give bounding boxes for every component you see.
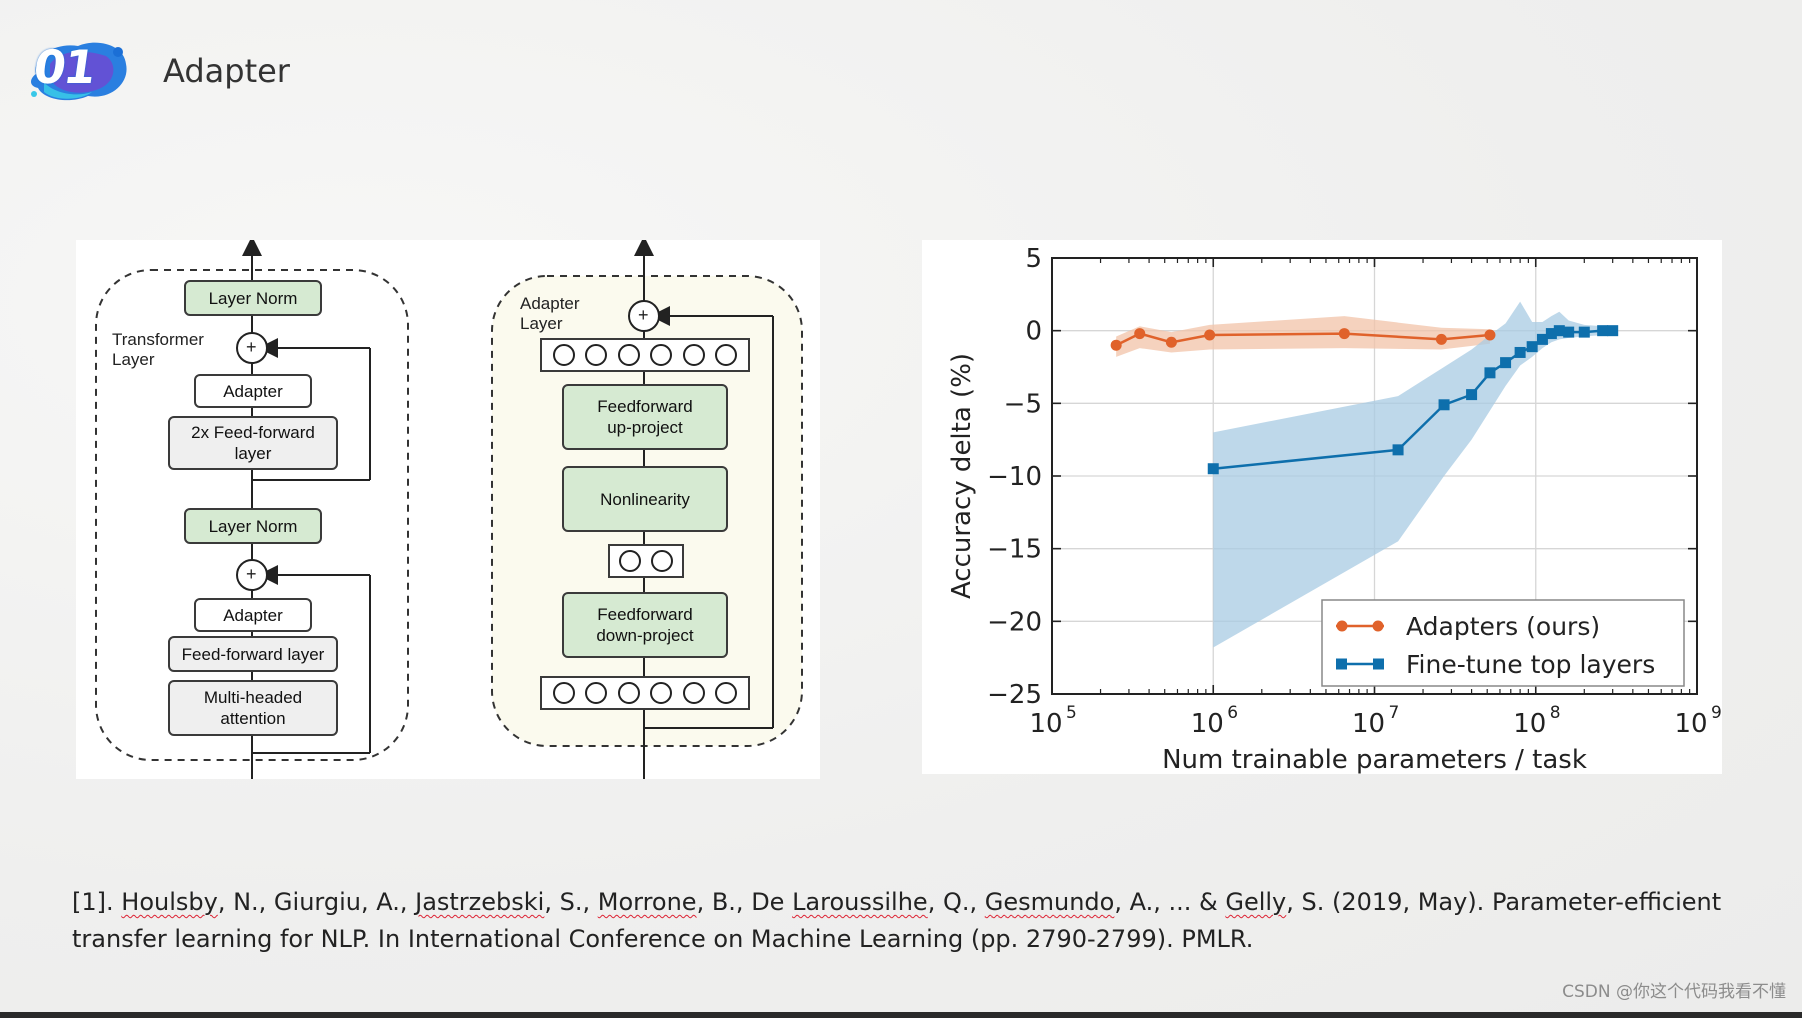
series-1-point bbox=[1553, 325, 1565, 337]
adapter-box-top: Adapter bbox=[194, 374, 312, 408]
series-0-point bbox=[1204, 329, 1216, 341]
y-tick-label: −25 bbox=[987, 680, 1042, 710]
plus-adapter: + bbox=[638, 305, 649, 325]
y-tick-label: 5 bbox=[1025, 244, 1042, 274]
y-tick-label: −15 bbox=[987, 535, 1042, 565]
series-1-point bbox=[1514, 346, 1526, 358]
x-tick-exponent: 9 bbox=[1711, 703, 1722, 723]
neuron-row-middle bbox=[608, 544, 684, 578]
bottom-bar bbox=[0, 1012, 1802, 1018]
x-tick-label: 10 bbox=[1352, 709, 1385, 739]
citation-segment: [1]. bbox=[72, 888, 122, 916]
layer-norm-top: Layer Norm bbox=[184, 280, 322, 316]
citation-segment: , S. (2019, May). Parameter-efficient tr… bbox=[72, 888, 1722, 953]
series-1-point bbox=[1466, 389, 1478, 401]
neuron-row-bottom bbox=[540, 676, 750, 710]
series-0-point bbox=[1110, 339, 1122, 351]
citation-segment: , B., De bbox=[696, 888, 793, 916]
x-tick-exponent: 6 bbox=[1227, 703, 1238, 723]
transformer-layer-label: Transformer Layer bbox=[112, 330, 204, 369]
multi-headed-attention-box: Multi-headed attention bbox=[168, 680, 338, 736]
section-badge bbox=[26, 34, 130, 106]
series-1-point bbox=[1578, 326, 1590, 338]
series-0-point bbox=[1484, 329, 1496, 341]
series-0-point bbox=[1338, 328, 1350, 340]
citation-segment: , A., ... & bbox=[1114, 888, 1226, 916]
citation-segment: , N., Giurgiu, A., bbox=[217, 888, 416, 916]
legend-label: Fine-tune top layers bbox=[1406, 650, 1655, 679]
x-tick-exponent: 8 bbox=[1550, 703, 1561, 723]
series-1-point bbox=[1500, 357, 1512, 369]
series-1-point bbox=[1597, 325, 1609, 337]
legend-marker bbox=[1336, 658, 1347, 670]
series-1-point bbox=[1484, 367, 1496, 379]
y-tick-label: −5 bbox=[1004, 389, 1042, 419]
citation-author-name: Gelly bbox=[1225, 888, 1287, 916]
x-tick-label: 10 bbox=[1513, 709, 1546, 739]
series-1-point bbox=[1536, 333, 1548, 345]
citation-segment: , Q., bbox=[927, 888, 985, 916]
legend-box bbox=[1321, 599, 1685, 687]
x-tick-label: 10 bbox=[1029, 709, 1062, 739]
series-1-point bbox=[1526, 341, 1538, 353]
citation-author-name: Morrone bbox=[597, 888, 697, 916]
watermark: CSDN @你这个代码我看不懂 bbox=[1562, 982, 1786, 1002]
x-tick-label: 10 bbox=[1674, 709, 1707, 739]
x-tick-label: 10 bbox=[1191, 709, 1224, 739]
slide-title: Adapter bbox=[163, 52, 290, 90]
series-1-point bbox=[1607, 325, 1619, 337]
citation-author-name: Houlsby bbox=[121, 888, 218, 916]
legend-marker bbox=[1336, 620, 1348, 632]
series-1-point bbox=[1207, 463, 1219, 475]
plus-top: + bbox=[246, 337, 257, 357]
citation-segment: , S., bbox=[544, 888, 598, 916]
feedforward-up-project-box: Feedforward up-project bbox=[562, 384, 728, 450]
section-number: 01 bbox=[30, 40, 98, 94]
adapter-box-bottom: Adapter bbox=[194, 598, 312, 632]
architecture-figure: Transformer Layer Layer Norm + Adapter 2… bbox=[76, 240, 820, 779]
neuron-row-top bbox=[540, 338, 750, 372]
y-tick-label: −20 bbox=[987, 607, 1042, 637]
x-axis-label: Num trainable parameters / task bbox=[1162, 745, 1587, 774]
paint-splash-icon bbox=[31, 42, 127, 101]
citation-author-name: Jastrzebski bbox=[415, 888, 545, 916]
legend-marker bbox=[1372, 620, 1384, 632]
x-tick-exponent: 7 bbox=[1389, 703, 1400, 723]
series-1-confidence-band bbox=[1213, 301, 1613, 648]
feedforward-2x-box: 2x Feed-forward layer bbox=[168, 416, 338, 470]
feedforward-box: Feed-forward layer bbox=[168, 636, 338, 672]
series-0-confidence-band bbox=[1116, 316, 1490, 357]
legend-marker bbox=[1373, 658, 1384, 670]
x-tick-exponent: 5 bbox=[1066, 703, 1077, 723]
series-1-point bbox=[1545, 328, 1557, 340]
plus-bottom: + bbox=[246, 564, 257, 584]
nonlinearity-box: Nonlinearity bbox=[562, 466, 728, 532]
series-1-point bbox=[1392, 444, 1404, 456]
series-1-point bbox=[1438, 399, 1450, 411]
citation-author-name: Gesmundo bbox=[984, 888, 1115, 916]
legend-label: Adapters (ours) bbox=[1406, 612, 1600, 641]
feedforward-down-project-box: Feedforward down-project bbox=[562, 592, 728, 658]
citation-author-name: Laroussilhe bbox=[792, 888, 928, 916]
citation-text: [1]. Houlsby, N., Giurgiu, A., Jastrzebs… bbox=[72, 884, 1772, 958]
y-tick-label: −10 bbox=[987, 462, 1042, 492]
y-tick-label: 0 bbox=[1025, 317, 1042, 347]
series-1-point bbox=[1563, 326, 1575, 338]
series-0-point bbox=[1134, 328, 1146, 340]
y-axis-label: Accuracy delta (%) bbox=[947, 353, 977, 599]
series-0-point bbox=[1435, 333, 1447, 345]
layer-norm-bottom: Layer Norm bbox=[184, 508, 322, 544]
adapter-layer-label: Adapter Layer bbox=[520, 294, 580, 333]
series-0-point bbox=[1165, 336, 1177, 348]
